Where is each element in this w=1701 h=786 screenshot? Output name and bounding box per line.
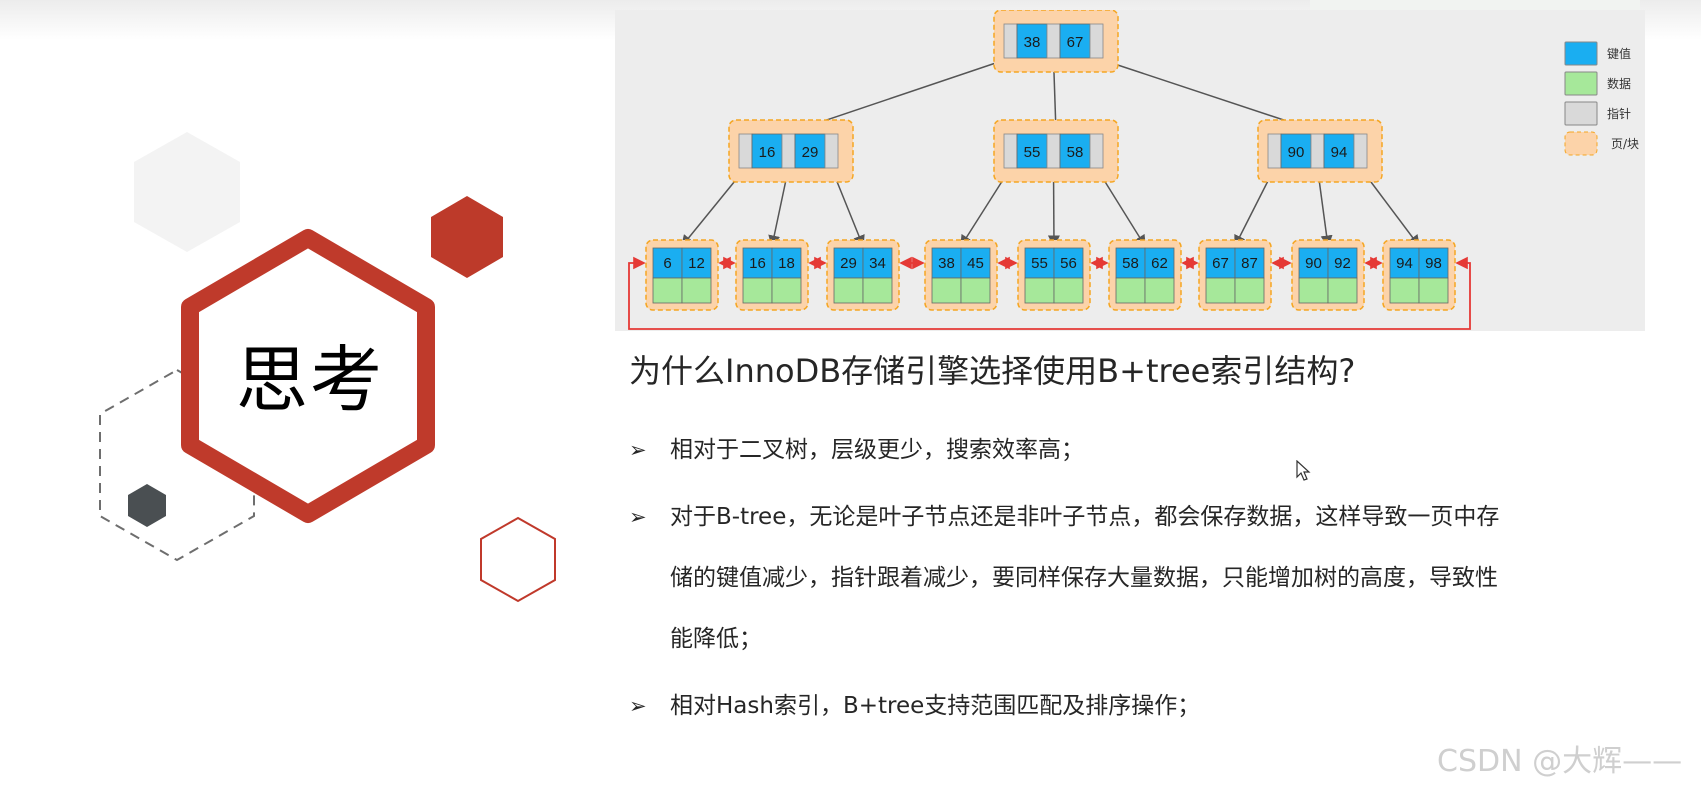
key-label: 94 — [1396, 255, 1413, 272]
key-label: 38 — [938, 255, 955, 272]
key-label: 55 — [1024, 144, 1041, 161]
key-label: 6 — [663, 255, 671, 272]
legend-swatch — [1565, 42, 1597, 65]
light-hexagon — [134, 132, 240, 252]
data-cell — [1299, 278, 1328, 303]
bullet-item: ➢ 相对于二叉树，层级更少，搜索效率高； — [629, 420, 1509, 481]
pointer-cell — [1268, 134, 1281, 168]
key-label: 90 — [1305, 255, 1322, 272]
key-label: 18 — [778, 255, 795, 272]
dark-hexagon — [128, 484, 166, 527]
key-label: 98 — [1425, 255, 1442, 272]
data-cell — [932, 278, 961, 303]
data-cell — [961, 278, 990, 303]
pointer-cell — [1090, 134, 1103, 168]
legend-label: 指针 — [1607, 106, 1631, 121]
data-cell — [1328, 278, 1357, 303]
data-cell — [1235, 278, 1264, 303]
key-label: 56 — [1060, 255, 1077, 272]
pointer-cell — [825, 134, 838, 168]
legend-label: 数据 — [1607, 76, 1631, 91]
bullet-arrow-icon: ➢ — [629, 676, 651, 737]
key-label: 12 — [688, 255, 705, 272]
pointer-cell — [1004, 24, 1017, 58]
key-label: 67 — [1067, 34, 1084, 51]
question-title: 为什么InnoDB存储引擎选择使用B+tree索引结构? — [629, 346, 1679, 392]
pointer-cell — [1047, 134, 1060, 168]
data-cell — [1206, 278, 1235, 303]
key-label: 29 — [840, 255, 857, 272]
data-cell — [682, 278, 711, 303]
bullet-item: ➢ 对于B-tree，无论是叶子节点还是非叶子节点，都会保存数据，这样导致一页中存… — [629, 487, 1509, 670]
outline-hexagon — [481, 518, 555, 601]
key-label: 58 — [1067, 144, 1084, 161]
data-cell — [1419, 278, 1448, 303]
data-cell — [743, 278, 772, 303]
bullet-list: ➢ 相对于二叉树，层级更少，搜索效率高； ➢ 对于B-tree，无论是叶子节点还是非… — [629, 420, 1509, 743]
bullet-item: ➢ 相对Hash索引，B+tree支持范围匹配及排序操作； — [629, 676, 1509, 737]
key-label: 38 — [1024, 34, 1041, 51]
data-cell — [772, 278, 801, 303]
key-label: 45 — [967, 255, 984, 272]
key-label: 29 — [802, 144, 819, 161]
data-cell — [1116, 278, 1145, 303]
watermark: CSDN @大辉—— — [1437, 736, 1682, 780]
bullet-text: 对于B-tree，无论是叶子节点还是非叶子节点，都会保存数据，这样导致一页中存储… — [670, 504, 1499, 652]
key-label: 62 — [1151, 255, 1168, 272]
data-cell — [863, 278, 892, 303]
data-cell — [1025, 278, 1054, 303]
pointer-cell — [739, 134, 752, 168]
tree-nodes: 38 67 16 29 55 58 90 94 6 12 16 18 29 34 38 45 55 56 58 62 6… — [646, 10, 1455, 310]
key-label: 16 — [749, 255, 766, 272]
key-label: 67 — [1212, 255, 1229, 272]
key-label: 55 — [1031, 255, 1048, 272]
bplus-tree-diagram: 38 67 16 29 55 58 90 94 6 12 16 18 29 34 38 45 55 56 58 62 6… — [615, 10, 1645, 331]
key-label: 87 — [1241, 255, 1258, 272]
pointer-cell — [1311, 134, 1324, 168]
bullet-arrow-icon: ➢ — [629, 420, 651, 481]
bullet-text: 相对于二叉树，层级更少，搜索效率高； — [670, 437, 1084, 463]
pointer-cell — [1090, 24, 1103, 58]
legend-swatch — [1565, 102, 1597, 125]
key-label: 94 — [1331, 144, 1348, 161]
legend-swatch — [1565, 132, 1597, 155]
legend-label: 键值 — [1607, 46, 1631, 61]
think-title: 思考 — [230, 330, 390, 430]
mouse-cursor-icon — [1296, 460, 1312, 482]
legend-swatch — [1565, 72, 1597, 95]
key-label: 34 — [869, 255, 886, 272]
pointer-cell — [782, 134, 795, 168]
bullet-text: 相对Hash索引，B+tree支持范围匹配及排序操作； — [670, 693, 1200, 719]
data-cell — [653, 278, 682, 303]
small-red-hexagon — [431, 196, 503, 278]
legend-label: 页/块 — [1611, 137, 1639, 151]
pointer-cell — [1354, 134, 1367, 168]
data-cell — [1390, 278, 1419, 303]
pointer-cell — [1047, 24, 1060, 58]
key-label: 58 — [1122, 255, 1139, 272]
key-label: 90 — [1288, 144, 1305, 161]
data-cell — [1145, 278, 1174, 303]
data-cell — [834, 278, 863, 303]
data-cell — [1054, 278, 1083, 303]
pointer-cell — [1004, 134, 1017, 168]
bullet-arrow-icon: ➢ — [629, 487, 651, 548]
key-label: 92 — [1334, 255, 1351, 272]
key-label: 16 — [759, 144, 776, 161]
